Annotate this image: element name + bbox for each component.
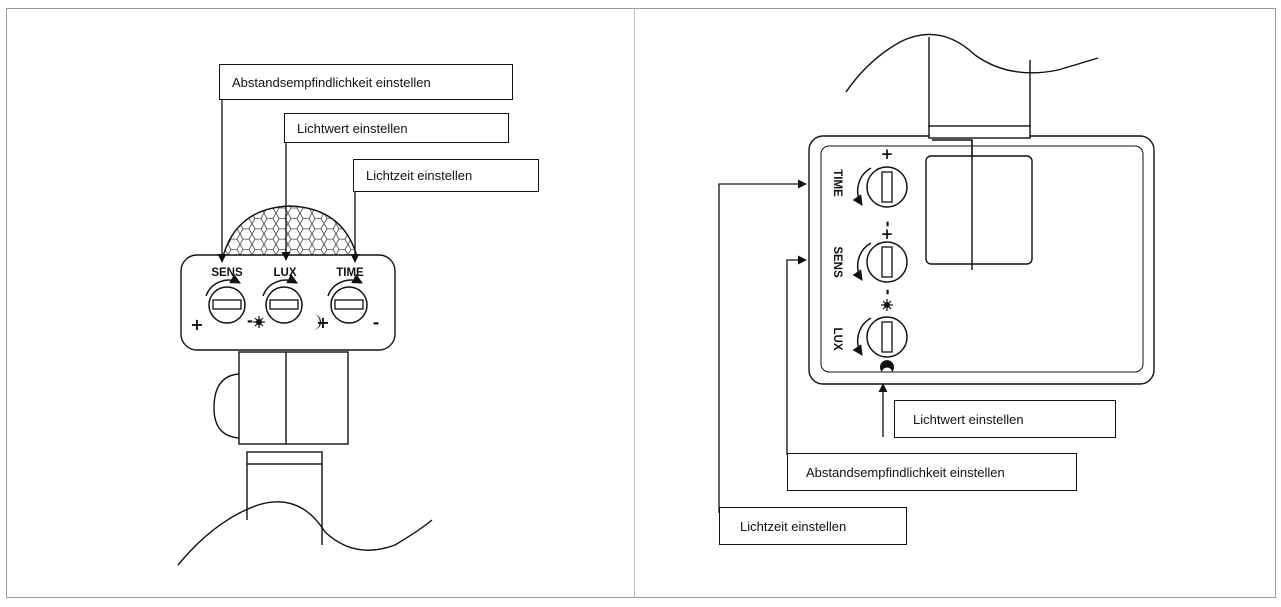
left-callout-sens: Abstandsempfindlichkeit einstellen <box>219 64 513 100</box>
right-time-plus: + <box>881 145 894 163</box>
left-lux-moon-icon <box>313 314 321 330</box>
left-knob-sens[interactable] <box>205 273 246 324</box>
right-sensor-drawing <box>808 33 1155 385</box>
left-time-plus: + <box>316 313 329 332</box>
left-sens-plus: + <box>190 315 203 334</box>
pir-lens-dome <box>221 205 359 261</box>
left-sensor-drawing <box>177 205 433 566</box>
left-label-sens: SENS <box>211 267 243 279</box>
left-label-lux: LUX <box>274 267 297 279</box>
right-knob-sens[interactable] <box>852 241 908 283</box>
right-knob-lux[interactable] <box>852 316 908 358</box>
left-callout-lux: Lichtwert einstellen <box>284 113 509 143</box>
right-label-sens: SENS <box>831 246 843 278</box>
sensor-mount <box>238 351 349 445</box>
right-label-lux: LUX <box>831 328 843 351</box>
left-sens-minus: - <box>247 312 253 330</box>
right-label-time: TIME <box>831 169 843 197</box>
right-sens-minus: - <box>879 289 897 295</box>
right-sensor-housing <box>925 155 1033 265</box>
left-lux-sun-icon <box>253 316 265 328</box>
right-callout-time: Lichtzeit einstellen <box>719 507 907 545</box>
right-knob-time[interactable] <box>852 166 908 208</box>
mount-collar <box>246 451 323 465</box>
right-lux-sun-icon <box>881 299 893 311</box>
left-knob-lux[interactable] <box>262 273 303 324</box>
cable-wave-right <box>845 33 1099 93</box>
left-label-time: TIME <box>336 267 364 279</box>
right-time-minus: - <box>879 221 897 227</box>
side-lens <box>213 373 240 439</box>
cable-wave <box>177 501 433 566</box>
left-time-minus: - <box>373 313 380 332</box>
right-sens-plus: + <box>881 225 894 243</box>
right-callout-lux: Lichtwert einstellen <box>894 400 1116 438</box>
left-callout-time: Lichtzeit einstellen <box>353 159 539 192</box>
right-callout-sens: Abstandsempfindlichkeit einstellen <box>787 453 1077 491</box>
left-leaders <box>217 99 360 263</box>
right-lux-moon-icon <box>880 360 895 372</box>
right-leaders <box>718 179 888 513</box>
right-body-inner <box>820 145 1144 373</box>
left-knob-time[interactable] <box>327 273 368 324</box>
right-collar <box>928 125 1031 139</box>
